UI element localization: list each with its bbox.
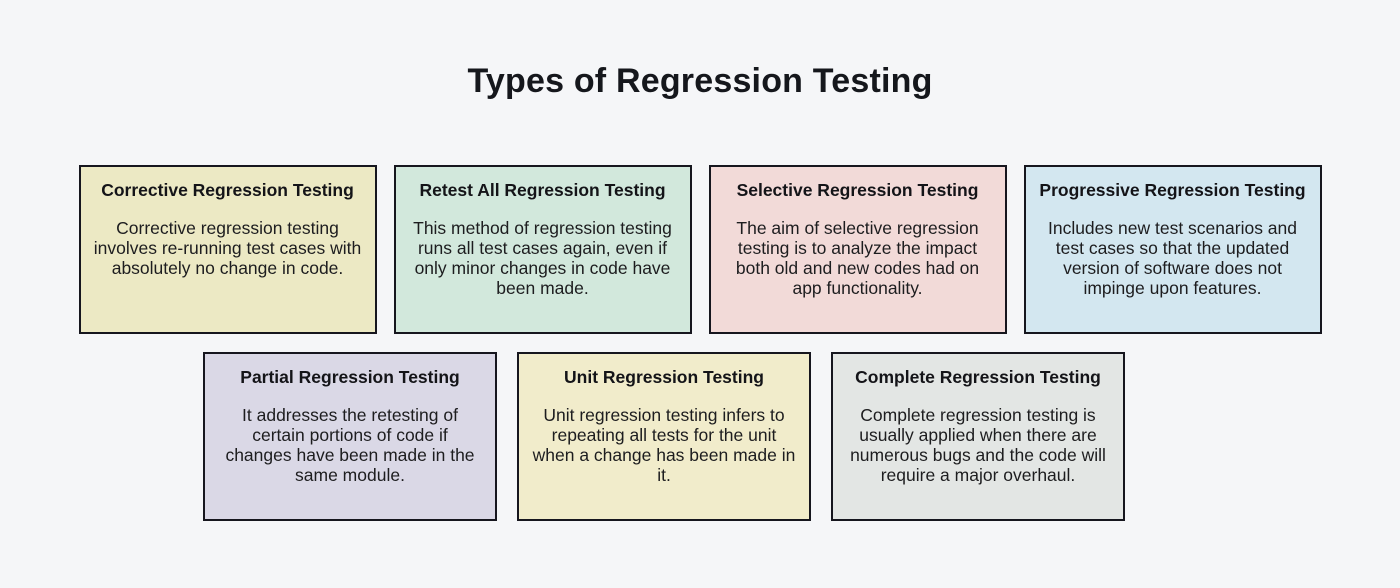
card-selective-regression-testing: Selective Regression Testing The aim of … (708, 165, 1007, 334)
card-title: Retest All Regression Testing (419, 180, 666, 200)
page-title: Types of Regression Testing (467, 62, 933, 100)
card-title: Selective Regression Testing (736, 180, 979, 200)
card-title: Corrective Regression Testing (101, 180, 354, 200)
card-description: It addresses the retesting of certain po… (225, 405, 475, 485)
card-row-bottom: Partial Regression Testing It addresses … (0, 352, 1364, 521)
card-unit-regression-testing: Unit Regression Testing Unit regression … (517, 352, 811, 521)
card-title: Unit Regression Testing (564, 367, 764, 387)
card-partial-regression-testing: Partial Regression Testing It addresses … (203, 352, 497, 521)
card-description: Corrective regression testing involves r… (93, 218, 362, 278)
card-description: The aim of selective regression testing … (735, 218, 980, 298)
card-description: This method of regression testing runs a… (413, 218, 672, 298)
card-row-top: Corrective Regression Testing Corrective… (0, 165, 1400, 334)
card-title: Complete Regression Testing (855, 367, 1101, 387)
card-corrective-regression-testing: Corrective Regression Testing Corrective… (78, 165, 377, 334)
card-title: Progressive Regression Testing (1039, 180, 1306, 200)
card-description: Unit regression testing infers to repeat… (532, 405, 796, 485)
card-description: Complete regression testing is usually a… (850, 405, 1106, 485)
card-complete-regression-testing: Complete Regression Testing Complete reg… (831, 352, 1125, 521)
card-progressive-regression-testing: Progressive Regression Testing Includes … (1023, 165, 1322, 334)
card-title: Partial Regression Testing (240, 367, 460, 387)
card-description: Includes new test scenarios and test cas… (1047, 218, 1298, 298)
card-retest-all-regression-testing: Retest All Regression Testing This metho… (393, 165, 692, 334)
